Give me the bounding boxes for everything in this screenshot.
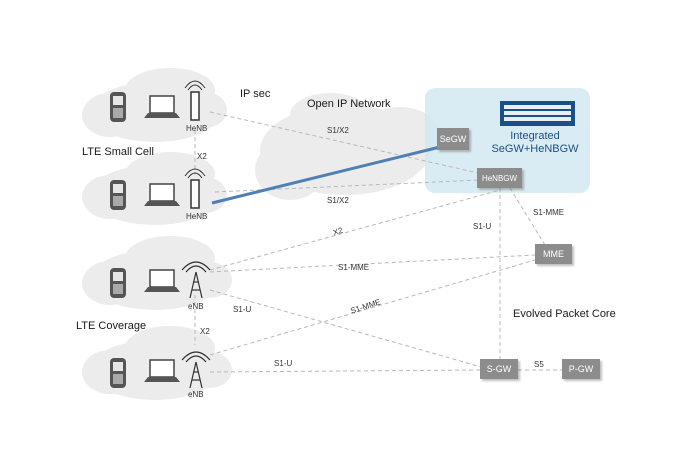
enb-tower-icon xyxy=(181,261,211,299)
integrated-title: Integrated SeGW+HeNBGW xyxy=(470,130,600,156)
small-cell-devices-1 xyxy=(110,80,206,122)
henb-icon xyxy=(190,91,200,121)
integrated-line1: Integrated xyxy=(510,130,560,142)
ipsec-tunnel xyxy=(211,145,441,205)
link-x2-small: X2 xyxy=(197,152,207,161)
link-s1-u-c: S1-U xyxy=(274,359,293,368)
link-s1-u-b: S1-U xyxy=(233,305,252,314)
link-x2-coverage: X2 xyxy=(200,327,210,336)
link-s5: S5 xyxy=(534,360,544,369)
henb-icon xyxy=(190,179,200,209)
small-cell-devices-2 xyxy=(110,168,206,210)
ip-sec-label: IP sec xyxy=(240,88,271,100)
lte-coverage-label: LTE Coverage xyxy=(76,320,147,332)
enb-label-1: eNB xyxy=(188,302,204,311)
laptop-icon xyxy=(149,269,175,288)
laptop-icon xyxy=(149,359,175,378)
enb-tower-icon xyxy=(181,351,211,389)
coverage-devices-1 xyxy=(110,261,211,299)
open-ip-network-label: Open IP Network xyxy=(307,98,391,110)
link-s1x2-mid: S1/X2 xyxy=(327,196,349,205)
mme-node: MME xyxy=(535,244,572,264)
henb-label-2: HeNB xyxy=(186,212,208,221)
link-s1-mme-a: S1-MME xyxy=(338,263,370,272)
link-s1-u-a: S1-U xyxy=(473,222,492,231)
link-s1-mme-c: S1-MME xyxy=(533,208,565,217)
open-ip-network-cloud xyxy=(255,93,440,200)
sgw-node: S-GW xyxy=(480,359,518,379)
laptop-icon xyxy=(149,183,175,202)
henbgw-node: HeNBGW xyxy=(477,168,522,188)
pgw-node: P-GW xyxy=(562,359,600,379)
lte-small-cell-label: LTE Small Cell xyxy=(82,146,154,158)
henb-label-1: HeNB xyxy=(186,124,208,133)
enb-label-2: eNB xyxy=(188,390,204,399)
evolved-packet-core-label: Evolved Packet Core xyxy=(513,308,616,320)
integrated-line2: SeGW+HeNBGW xyxy=(491,143,579,155)
link-s1x2-top: S1/X2 xyxy=(327,126,349,135)
laptop-icon xyxy=(149,95,175,114)
coverage-devices-2 xyxy=(110,351,211,389)
segw-node: SeGW xyxy=(437,128,469,150)
integrated-device-icon xyxy=(500,101,575,126)
